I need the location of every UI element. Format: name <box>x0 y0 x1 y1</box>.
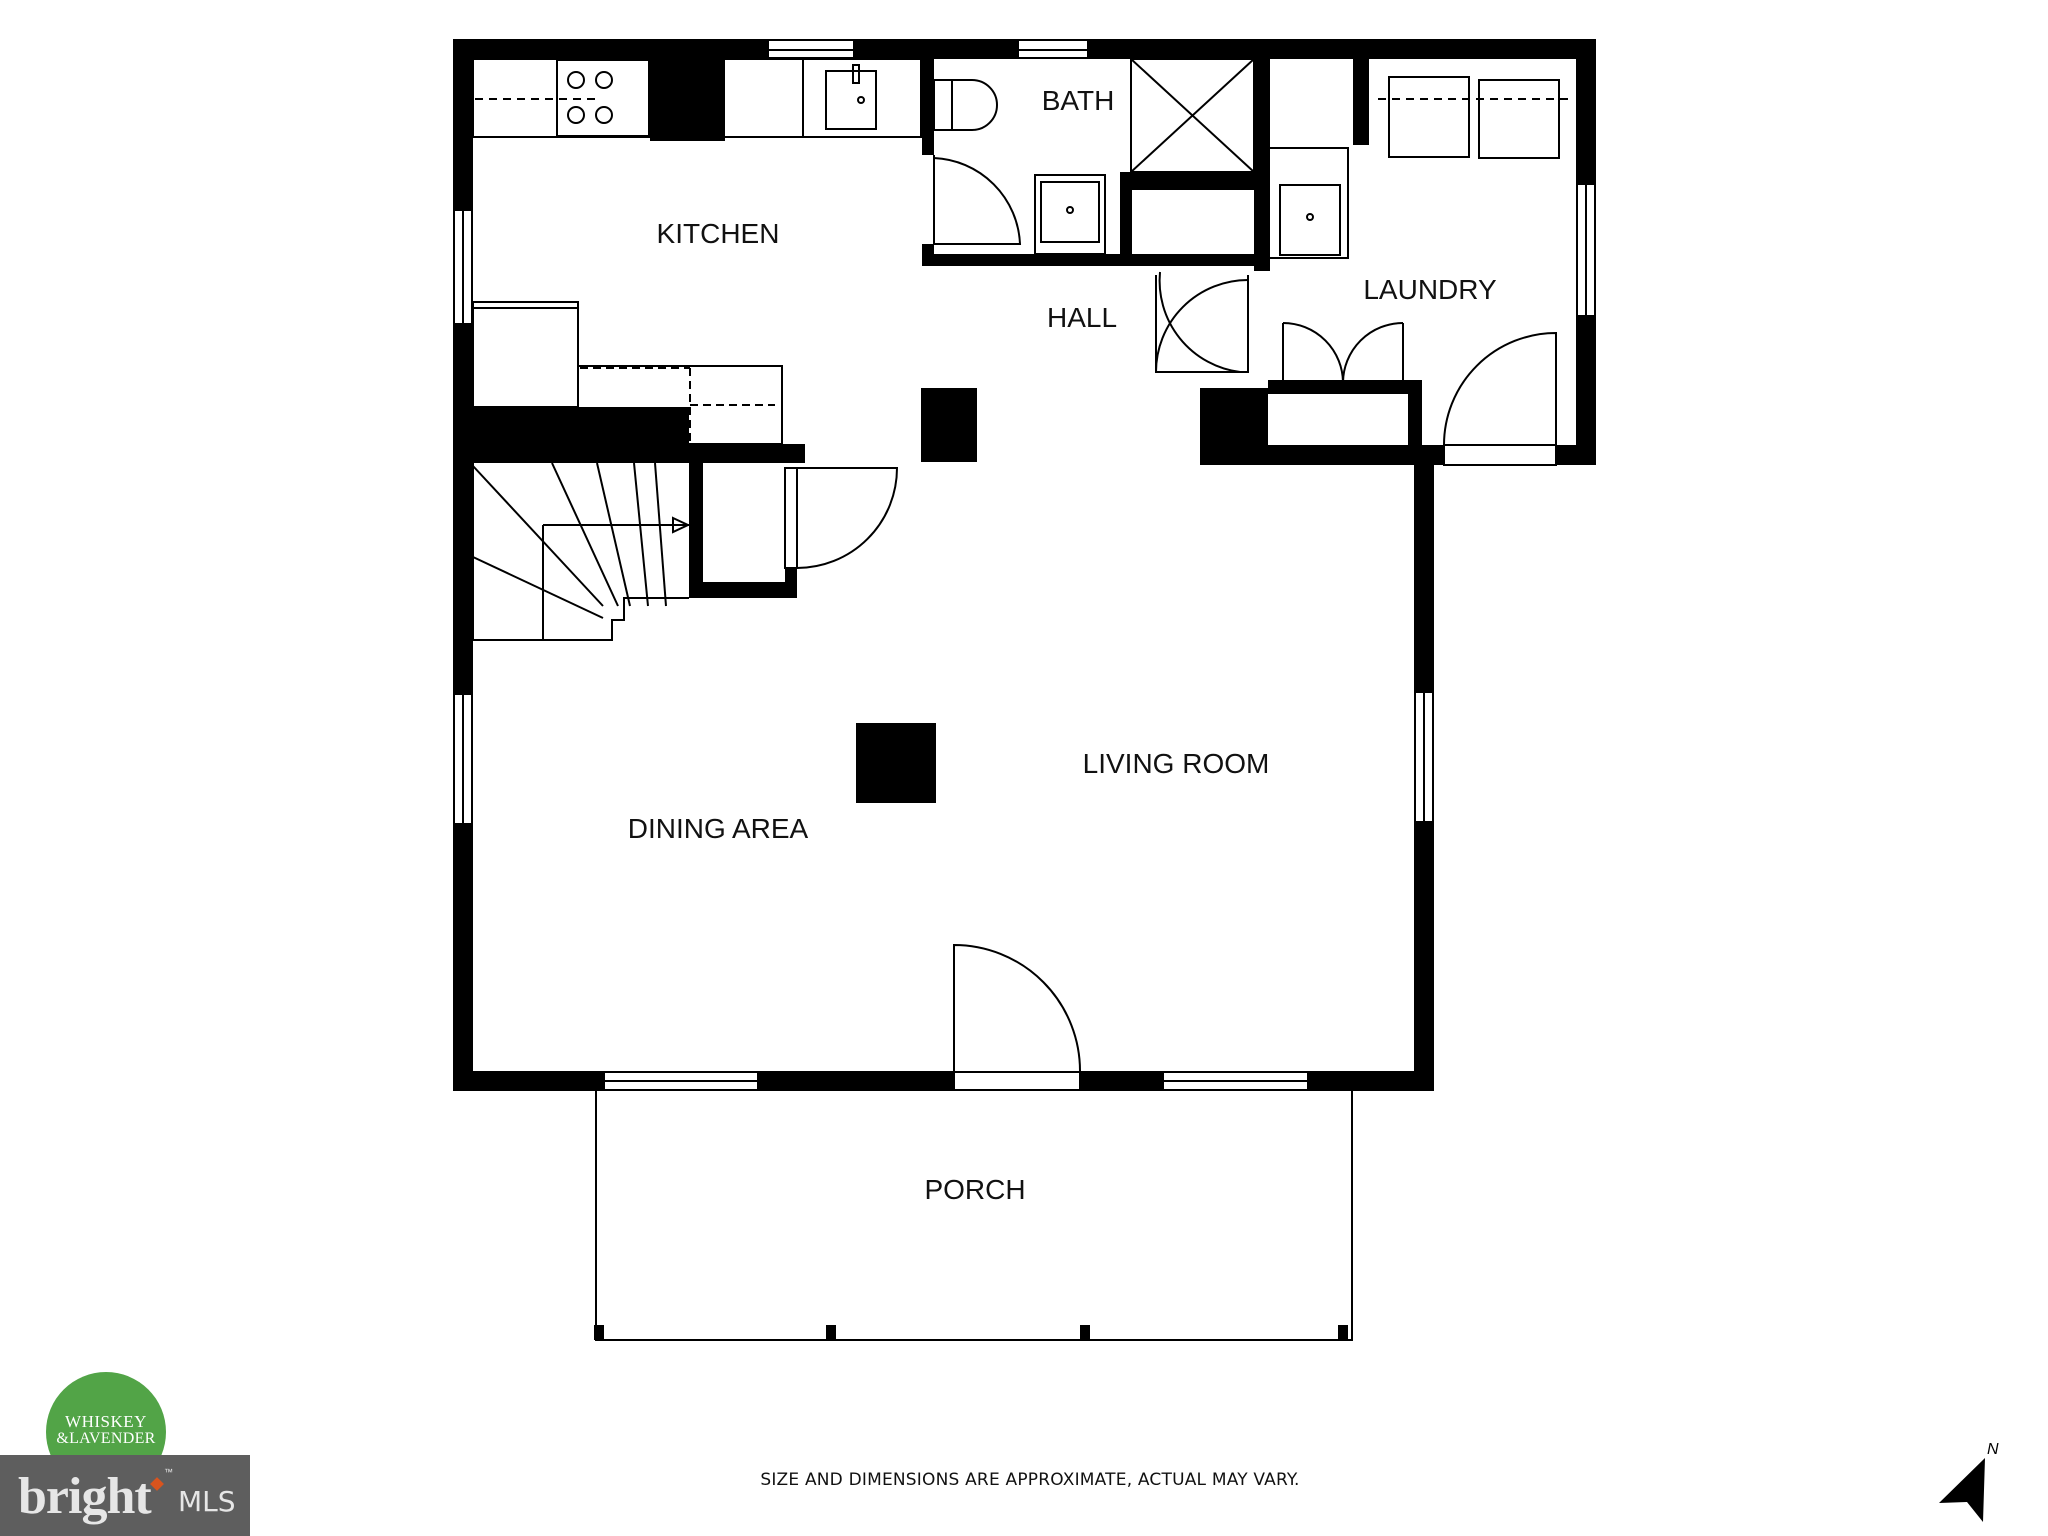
room-label-laundry: LAUNDRY <box>1363 274 1497 305</box>
mls-logo: bright ™ MLS <box>0 1455 250 1536</box>
mls-brand-text: bright <box>18 1468 152 1525</box>
north-label: N <box>1987 1441 1999 1458</box>
trademark-mark: ™ <box>164 1467 173 1477</box>
agent-logo-line2: &LAVENDER <box>56 1430 156 1447</box>
mls-suffix-text: MLS <box>178 1485 236 1518</box>
walls <box>453 39 1596 1091</box>
porch-posts <box>594 1325 1348 1340</box>
disclaimer-text: SIZE AND DIMENSIONS ARE APPROXIMATE, ACT… <box>760 1470 1300 1490</box>
agent-logo-line1: WHISKEY <box>65 1412 147 1431</box>
room-label-porch: PORCH <box>924 1174 1025 1205</box>
fixtures <box>472 58 1570 1341</box>
windows <box>453 39 1596 1091</box>
spark-icon <box>150 1477 164 1491</box>
room-label-living-room: LIVING ROOM <box>1083 748 1270 779</box>
room-label-dining-area: DINING AREA <box>628 813 809 844</box>
room-label-bath: BATH <box>1042 85 1115 116</box>
room-label-hall: HALL <box>1047 302 1117 333</box>
doors <box>784 155 1557 1091</box>
north-arrow-icon: N <box>1939 1441 1999 1522</box>
room-label-kitchen: KITCHEN <box>657 218 780 249</box>
